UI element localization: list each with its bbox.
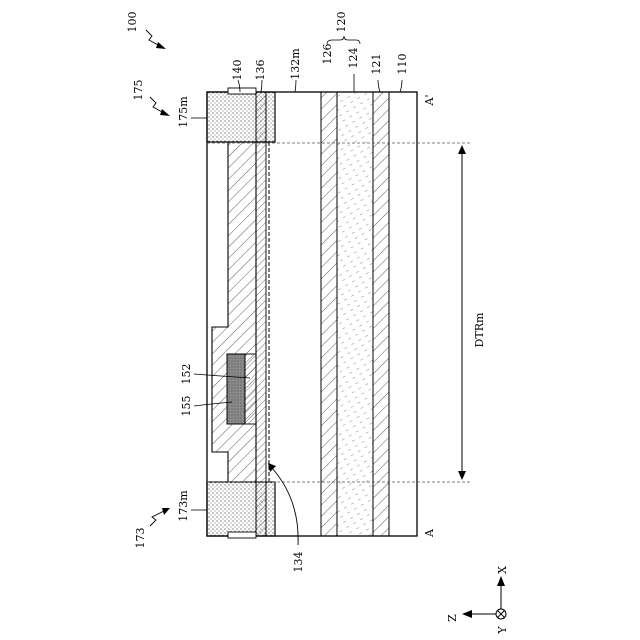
leader-132m: [295, 80, 296, 92]
electrode-155: [227, 354, 245, 424]
axis-z-arrow: [462, 610, 472, 618]
leader-136: [261, 80, 262, 92]
layer-124: [337, 92, 373, 536]
pad-175m: [207, 92, 275, 142]
dtr-arrow-bottom: [458, 471, 466, 480]
label-120: 120: [335, 12, 348, 33]
label-a: A: [423, 528, 436, 538]
pad-173m: [207, 482, 275, 536]
leader-134: [272, 468, 298, 545]
label-100: 100: [126, 12, 139, 33]
arrow-173: [162, 508, 170, 515]
arrow-175: [160, 109, 170, 116]
layer-121: [373, 92, 389, 536]
label-155: 155: [180, 396, 193, 417]
axis-x-label: X: [496, 566, 509, 574]
pad-gap-top: [228, 88, 256, 94]
label-173: 173: [134, 528, 147, 549]
label-175m: 175m: [177, 96, 190, 128]
axis-z-label: Z: [446, 614, 459, 622]
leader-121: [378, 80, 380, 92]
label-136: 136: [254, 60, 267, 81]
axis-y-label: Y: [496, 626, 509, 635]
pad-gap-bottom: [228, 532, 256, 538]
dtr-arrow-top: [458, 145, 466, 154]
layer-126: [321, 92, 337, 536]
brace-120: [327, 36, 360, 44]
dtr-label: DTRm: [473, 312, 486, 347]
axis-x-arrow: [497, 576, 505, 586]
leader-173: [150, 511, 164, 526]
label-134: 134: [292, 552, 305, 573]
label-126: 126: [321, 44, 334, 65]
label-a-prime: A': [423, 95, 436, 107]
label-152: 152: [180, 364, 193, 385]
leader-110: [400, 80, 402, 92]
label-140: 140: [231, 60, 244, 81]
layer-140: [212, 142, 256, 482]
layer-136: [256, 92, 266, 536]
label-110: 110: [396, 54, 409, 75]
layer-152: [245, 354, 256, 424]
label-121: 121: [370, 54, 383, 75]
label-173m: 173m: [177, 490, 190, 522]
label-175: 175: [132, 80, 145, 101]
label-132m: 132m: [289, 48, 302, 80]
label-124: 124: [347, 48, 360, 69]
arrow-100: [156, 42, 166, 49]
